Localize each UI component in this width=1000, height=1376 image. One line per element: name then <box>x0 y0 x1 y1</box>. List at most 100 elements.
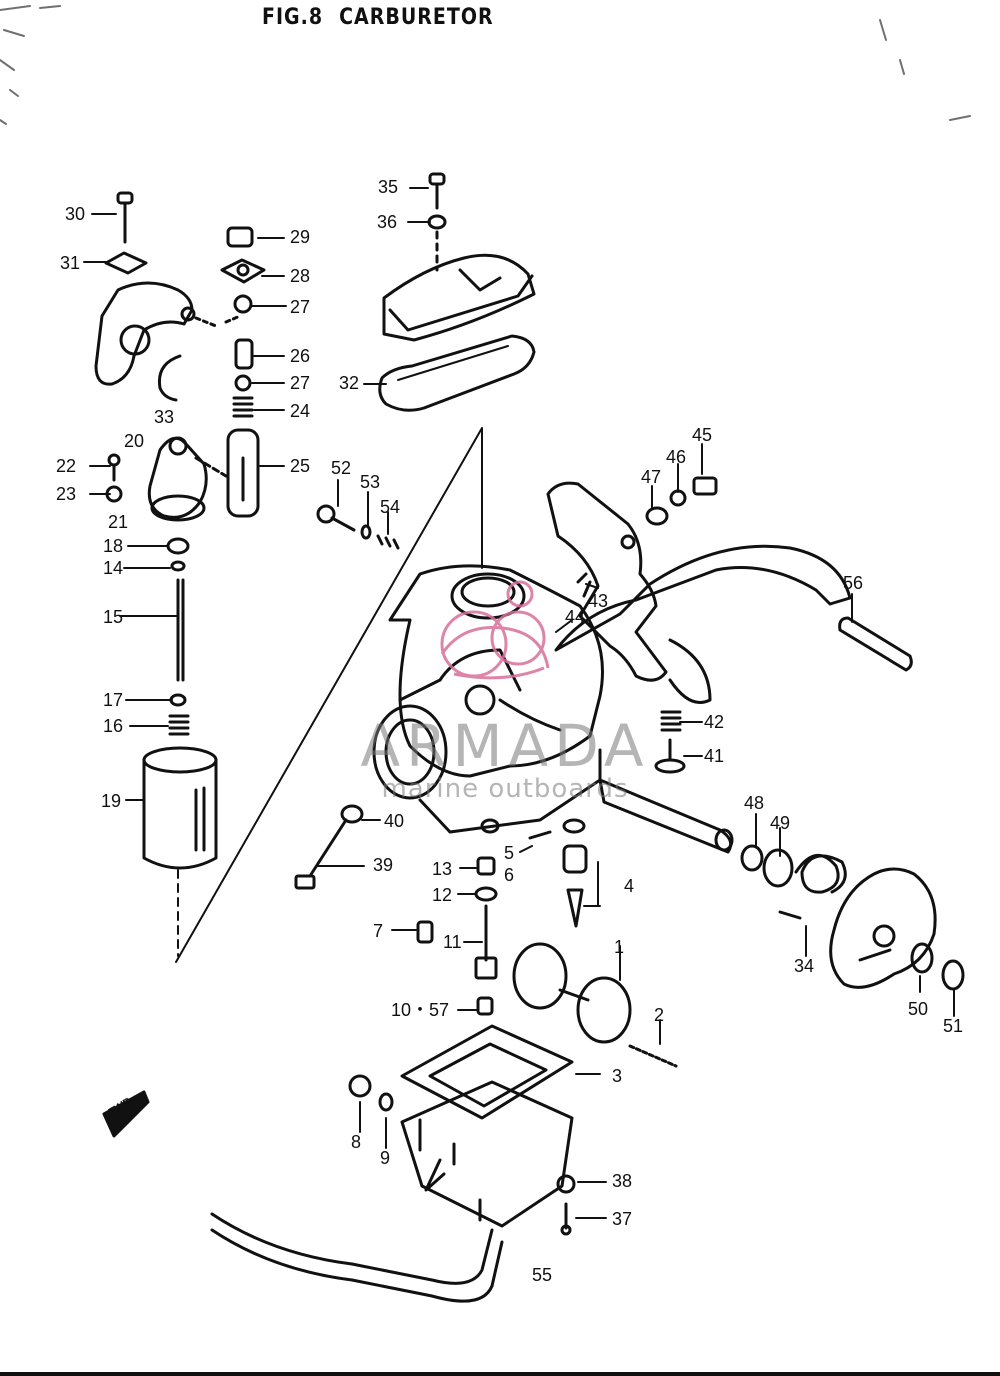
cable-pipe <box>554 544 852 652</box>
part-5-6-clip <box>528 830 552 840</box>
needle-ring <box>562 818 586 834</box>
float-bowl <box>400 1080 574 1228</box>
figure-number: FIG.8 <box>262 4 324 30</box>
label-18: 18 <box>103 536 124 556</box>
part-37-screw <box>560 1202 572 1236</box>
label-40: 40 <box>384 811 405 831</box>
guide-line-b <box>175 427 483 963</box>
label-56: 56 <box>843 573 864 593</box>
label-51: 51 <box>943 1016 964 1036</box>
part-25-plunger <box>226 428 260 518</box>
part-12-washer <box>474 886 498 902</box>
part-16-spring <box>168 714 190 736</box>
label-53: 53 <box>360 472 381 492</box>
part-1-float <box>512 942 632 1044</box>
label-47: 47 <box>641 467 662 487</box>
part-55-drain-tube <box>210 1212 494 1285</box>
label-13: 13 <box>432 859 453 879</box>
part-26-sleeve <box>234 338 254 370</box>
part-14-ring <box>170 560 186 572</box>
part-4-needle-valve <box>562 844 588 928</box>
pulley-assembly <box>829 867 937 989</box>
part-33-clip <box>157 354 182 402</box>
label-49: 49 <box>770 813 791 833</box>
label-32: 32 <box>339 373 360 393</box>
part-38-washer <box>556 1174 576 1194</box>
label-38: 38 <box>612 1171 633 1191</box>
label-1: 1 <box>614 937 625 957</box>
part-15-needle <box>176 578 185 682</box>
part-28-plate <box>220 258 266 284</box>
part-47-bushing <box>645 506 669 526</box>
figure-name: CARBURETOR <box>339 4 494 30</box>
label-8: 8 <box>351 1132 362 1152</box>
part-2-pin <box>628 1044 678 1068</box>
label-15: 15 <box>103 607 124 627</box>
part-54-spring <box>376 534 400 550</box>
label-9: 9 <box>380 1148 391 1168</box>
part-39-bolt <box>294 818 348 890</box>
bottom-border <box>0 1372 1000 1376</box>
label-16: 16 <box>103 716 124 736</box>
part-36-washer <box>427 214 447 230</box>
label-28: 28 <box>290 266 311 286</box>
label-25: 25 <box>290 456 311 476</box>
part-7-screw <box>416 920 434 944</box>
label-2: 2 <box>654 1005 665 1025</box>
part-48-ring <box>740 844 764 872</box>
choke-lever-body <box>94 281 242 386</box>
part-41-screw <box>654 738 686 774</box>
label-30: 30 <box>65 204 86 224</box>
label-7: 7 <box>373 921 384 941</box>
label-39: 39 <box>373 855 394 875</box>
label-17: 17 <box>103 690 124 710</box>
part-29-cap <box>226 226 254 248</box>
label-22: 22 <box>56 456 77 476</box>
label-54: 54 <box>380 497 401 517</box>
part-10-57-jet <box>476 996 494 1016</box>
part-24-spring <box>232 396 254 418</box>
label-50: 50 <box>908 999 929 1019</box>
part-27-nut <box>233 294 253 314</box>
part-22-screw <box>107 453 121 482</box>
label-27-bottom: 27 <box>290 373 311 393</box>
part-19-throttle-valve <box>142 746 218 870</box>
watermark: ARMADA marine outboards <box>345 712 665 804</box>
label-43: 43 <box>588 591 609 611</box>
scan-noise <box>0 5 971 125</box>
part-34-spring <box>778 854 847 920</box>
part-46-washer <box>669 489 687 507</box>
label-48: 48 <box>744 793 765 813</box>
label-12: 12 <box>432 885 453 905</box>
part-32-gasket <box>378 334 536 412</box>
part-42-spring <box>660 710 682 732</box>
leader-lines <box>83 187 955 1219</box>
figure-title: FIG.8 CARBURETOR <box>262 4 510 29</box>
label-11: 11 <box>443 932 462 952</box>
label-41: 41 <box>704 746 725 766</box>
label-26: 26 <box>290 346 311 366</box>
watermark-sub: marine outboards <box>381 774 629 804</box>
part-31-washer <box>104 251 148 275</box>
part-27-nut-b <box>234 374 252 392</box>
label-10-57: 10・57 <box>391 1000 450 1020</box>
label-3: 3 <box>612 1066 623 1086</box>
part-50-washer <box>910 942 934 974</box>
part-17-clip <box>169 693 187 707</box>
part-3-gasket <box>400 1024 574 1120</box>
label-19: 19 <box>101 791 122 811</box>
cover-top <box>382 253 536 342</box>
part-49-washer <box>762 848 794 888</box>
watermark-brand: ARMADA <box>360 712 650 780</box>
part-18-ring <box>166 537 190 555</box>
label-29: 29 <box>290 227 311 247</box>
part-45-bolt <box>692 476 718 496</box>
label-55: 55 <box>532 1265 553 1285</box>
part-56-sleeve <box>838 616 913 672</box>
fwd-arrow-icon <box>102 1090 150 1138</box>
label-42: 42 <box>704 712 725 732</box>
label-21: 21 <box>108 512 129 532</box>
label-44: 44 <box>565 607 586 627</box>
